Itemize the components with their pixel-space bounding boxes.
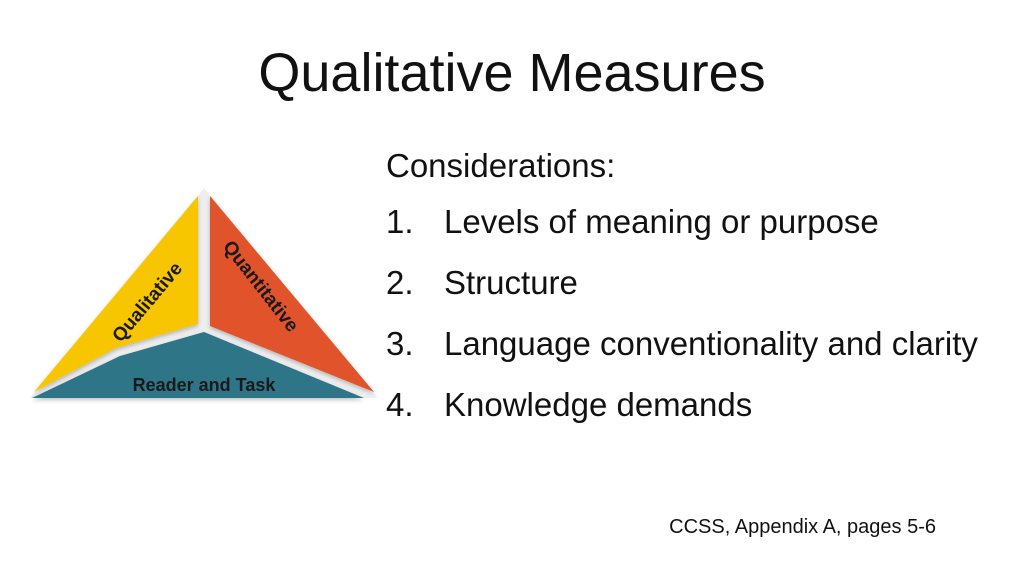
list-item: 4. Knowledge demands [386, 381, 1006, 428]
considerations-section: Considerations: 1. Levels of meaning or … [386, 140, 1006, 442]
considerations-list: 1. Levels of meaning or purpose 2. Struc… [386, 198, 1006, 428]
citation: CCSS, Appendix A, pages 5-6 [669, 516, 936, 538]
triangle-diagram: Qualitative Quantitative Reader and Task [30, 188, 378, 398]
text-complexity-triangle: Qualitative Quantitative Reader and Task [24, 186, 384, 404]
qualitative-section [34, 196, 198, 392]
list-item-text: Knowledge demands [444, 386, 753, 423]
list-item-number: 4. [386, 386, 414, 423]
list-item: 2. Structure [386, 259, 1006, 306]
slide-title: Qualitative Measures [258, 43, 766, 103]
list-item-text: Levels of meaning or purpose [444, 203, 879, 240]
list-item: 3. Language conventionality and clarity [386, 320, 1006, 367]
considerations-heading: Considerations: [386, 147, 616, 184]
list-item: 1. Levels of meaning or purpose [386, 198, 1006, 245]
reader-task-section [32, 332, 364, 398]
list-item-text: Structure [444, 264, 578, 301]
list-item-text: Language conventionality and clarity [444, 325, 978, 362]
quantitative-section [210, 196, 374, 392]
list-item-number: 1. [386, 203, 414, 240]
list-item-number: 2. [386, 264, 414, 301]
reader-task-label: Reader and Task [133, 375, 277, 395]
list-item-number: 3. [386, 325, 414, 362]
